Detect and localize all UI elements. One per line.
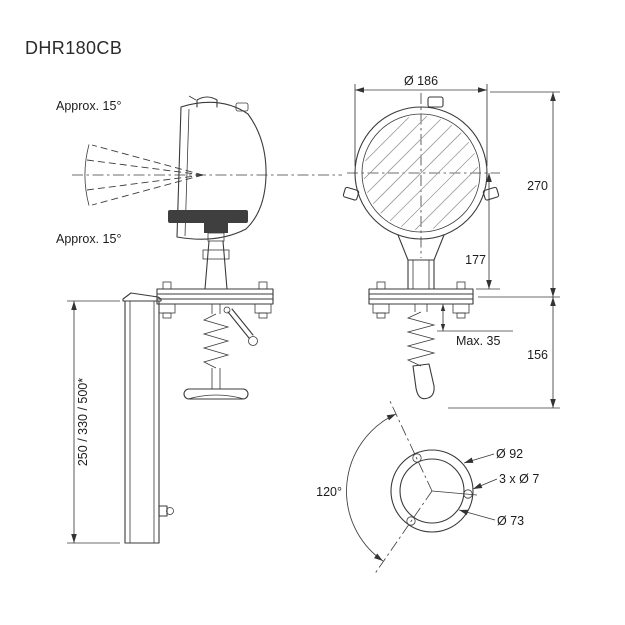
front-view [342, 93, 500, 400]
max35-arrows [440, 304, 446, 331]
lens-diameter-label: Ø 186 [404, 74, 438, 88]
dim177-arrows [486, 173, 492, 289]
flange-inner-circle [399, 458, 465, 524]
spring-front [406, 311, 436, 367]
t-handle [183, 388, 249, 400]
mounting-flange-front [368, 288, 474, 305]
dia186-extension-lines [354, 84, 488, 166]
leader-arrows [459, 457, 483, 516]
bolt-hole-top [412, 453, 422, 463]
right-wing-screw [482, 186, 500, 201]
angle-120-label: 120° [316, 485, 342, 499]
trunnion-bar [168, 210, 248, 223]
lens-edge [361, 113, 481, 233]
beam-angle-top-label: Approx. 15° [56, 99, 121, 113]
front-mount [368, 234, 474, 400]
beam-rays [84, 144, 204, 206]
radial-centerline-right [431, 490, 478, 496]
dia-73-label: Ø 73 [497, 514, 524, 528]
grip-knob [412, 363, 435, 400]
angle-arrows [374, 414, 396, 561]
holes-label: 3 x Ø 7 [499, 472, 539, 486]
pole-view: 250 / 330 / 500* [67, 292, 174, 544]
lever-knob [248, 336, 258, 346]
dim-177-label: 177 [465, 253, 486, 267]
side-mount [156, 240, 274, 400]
beam-arc [84, 144, 90, 206]
drawing-title: DHR180CB [25, 38, 122, 58]
pole-side-screw [158, 505, 168, 517]
lamp-rim [354, 106, 488, 240]
height-arrows [550, 92, 556, 408]
angle-arc [346, 413, 397, 562]
height-extension-lines [448, 91, 560, 409]
top-knob [427, 96, 444, 108]
front-dimensions: Ø 186 270 156 177 Max. 35 [354, 74, 560, 409]
pole-arrows [71, 301, 77, 543]
radial-centerline-lower [373, 490, 433, 576]
locking-lever [227, 308, 254, 339]
radial-centerline-upper [388, 398, 433, 492]
flange-outer-circle [390, 449, 474, 533]
dim-arrows [355, 87, 487, 93]
dia-92-label: Ø 92 [496, 447, 523, 461]
pole-cap [122, 292, 162, 302]
beam-angle-bottom-label: Approx. 15° [56, 232, 121, 246]
mounting-flange [156, 288, 274, 305]
lever-pivot [223, 306, 231, 314]
side-lamp-body [168, 95, 267, 242]
pole-length-label: 250 / 330 / 500* [76, 378, 90, 466]
pole-outline [124, 300, 160, 544]
height-270-label: 270 [527, 179, 548, 193]
height-156-label: 156 [527, 348, 548, 362]
max-35-label: Max. 35 [456, 334, 501, 348]
mount-view: 120° Ø 92 3 x Ø 7 Ø 73 [316, 398, 539, 576]
bolt-hole-bottom [406, 516, 416, 526]
lens-hatching [363, 115, 479, 231]
left-wing-screw [342, 186, 360, 201]
pivot-block [204, 223, 228, 233]
side-view: Approx. 15° Approx. 15° [56, 95, 342, 400]
spring [202, 313, 230, 369]
pole-extension-lines [67, 300, 120, 544]
